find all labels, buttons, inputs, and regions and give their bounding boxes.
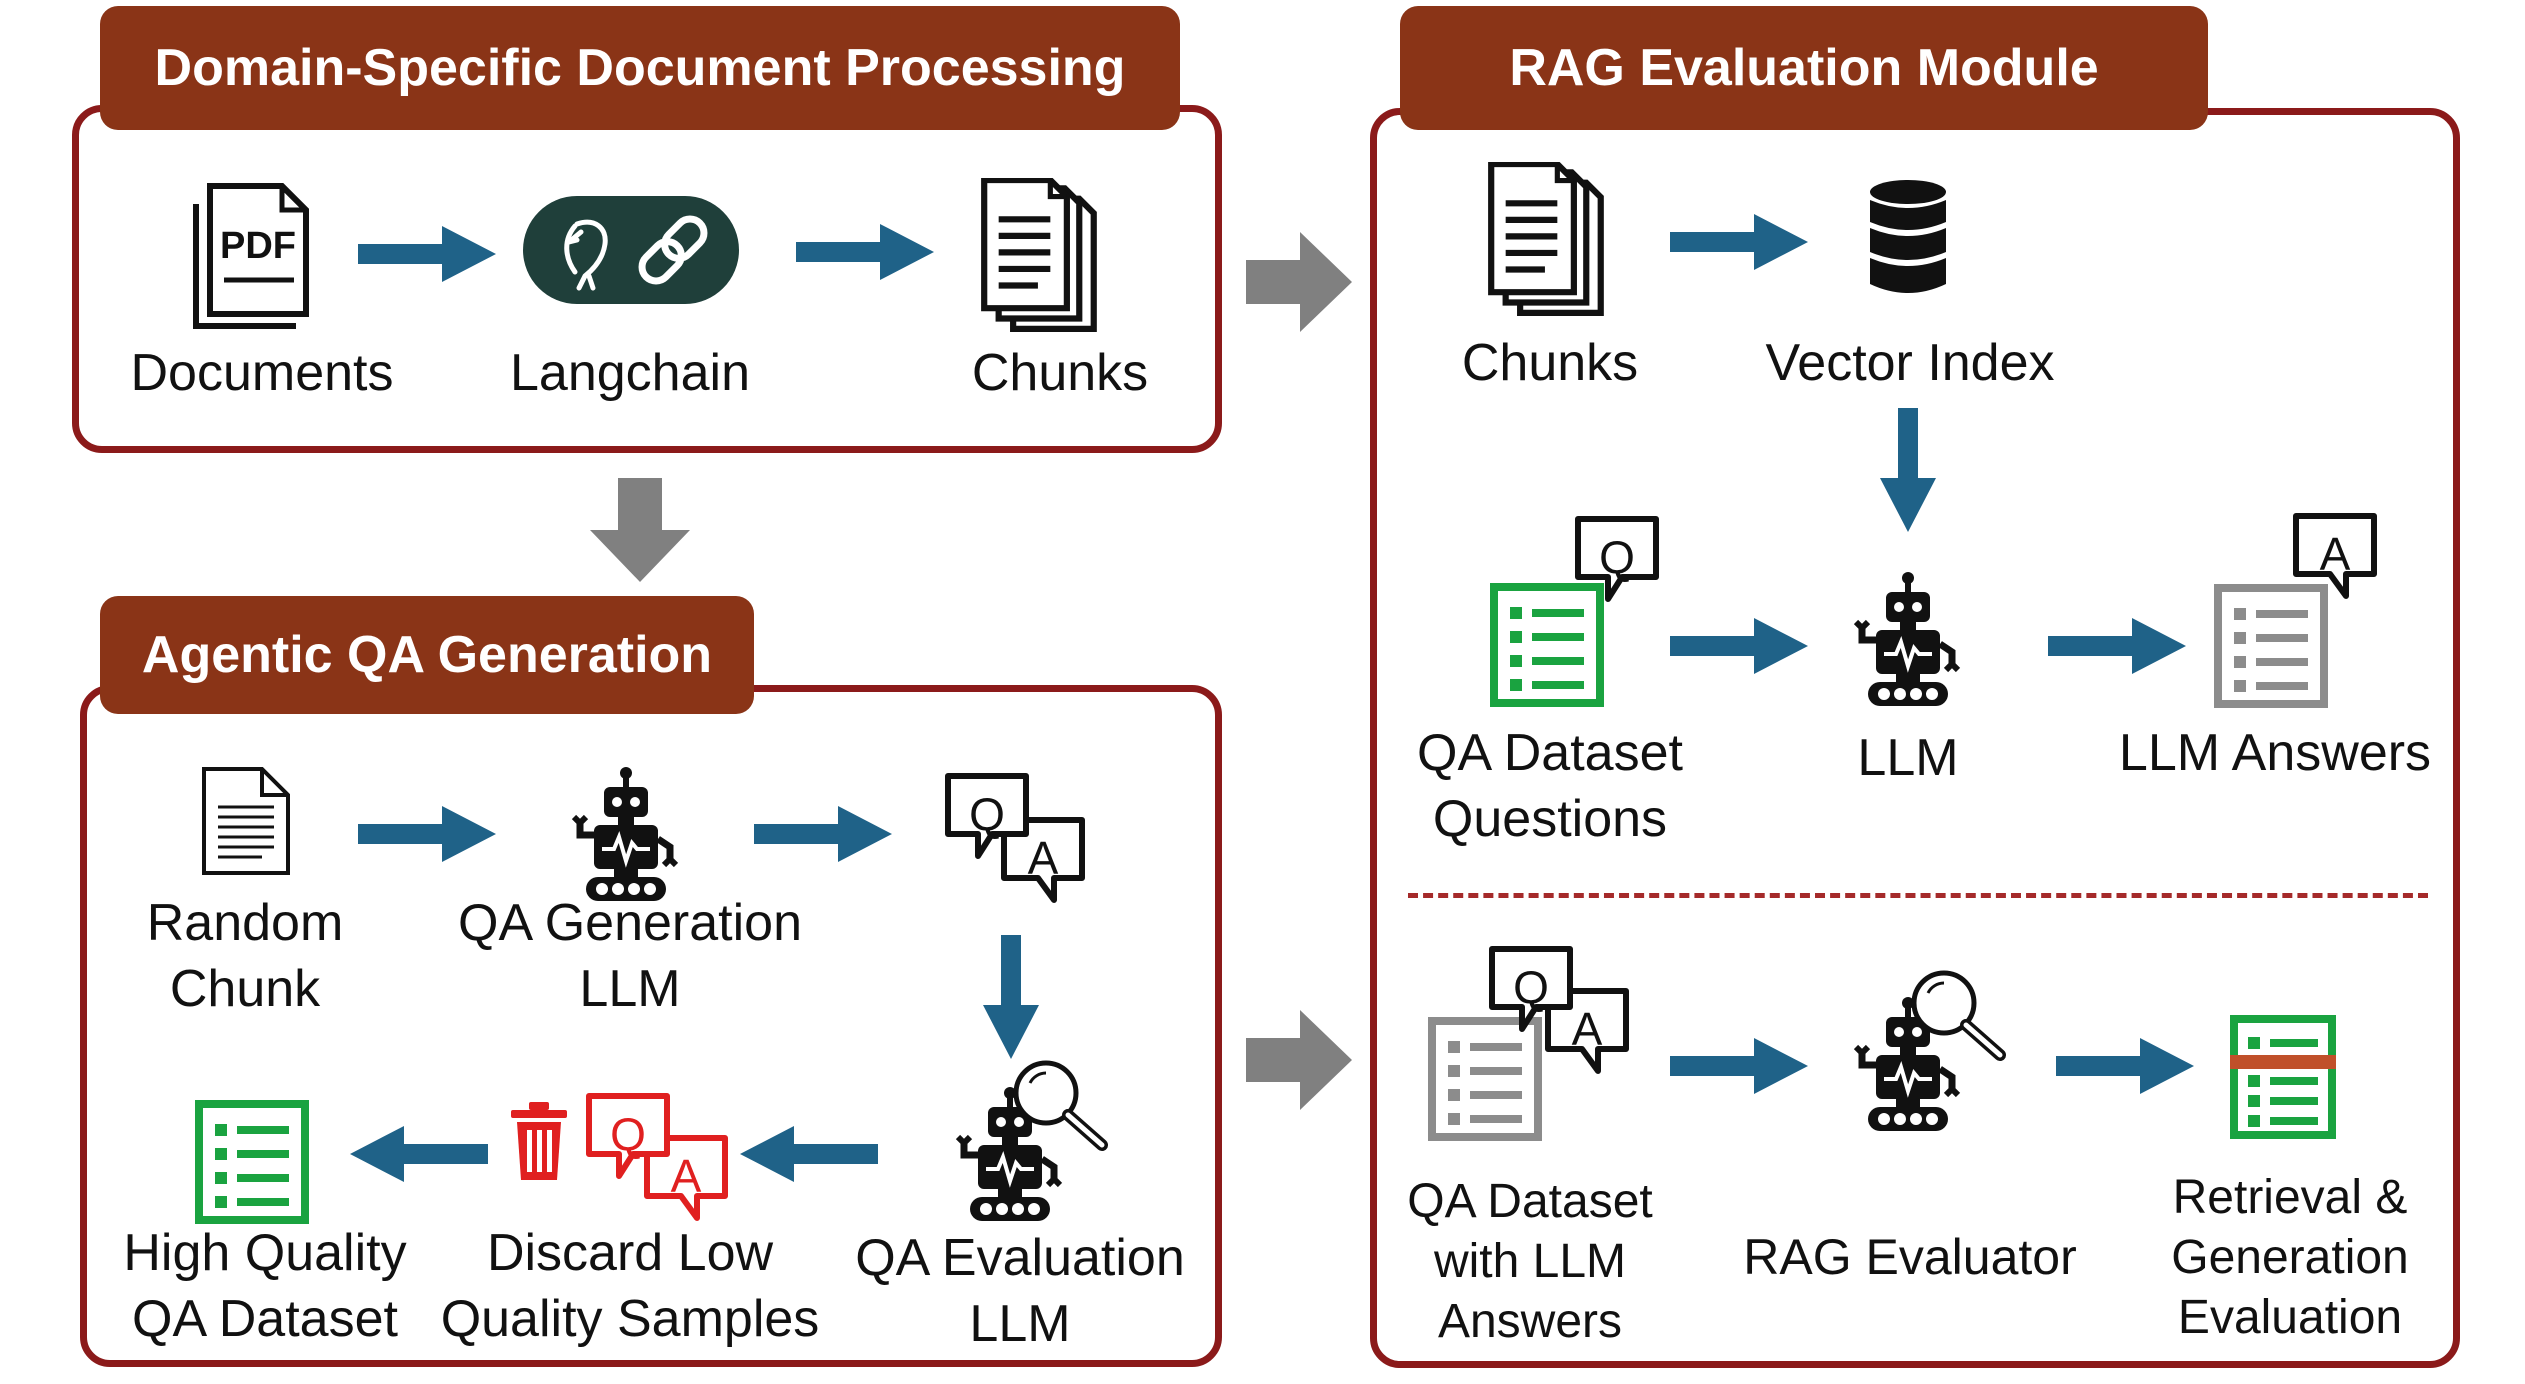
discard-a-letter: A: [671, 1150, 702, 1202]
flow-arrow: [1670, 1038, 1808, 1094]
retrieval-generation-evaluation-label: Retrieval & Generation Evaluation: [2140, 1168, 2440, 1348]
qa-evaluation-llm-label: QA Evaluation LLM: [840, 1225, 1200, 1357]
flow-arrow: [796, 224, 934, 280]
robot-icon: [1848, 570, 1968, 710]
high-quality-line1: High Quality: [123, 1224, 407, 1282]
qa-generation-llm-line2: LLM: [579, 960, 681, 1018]
flow-arrow-down: [1880, 408, 1936, 532]
single-document-icon: [202, 767, 290, 875]
flow-arrow-down: [983, 935, 1039, 1059]
trash-qa-icon: A Q: [511, 1092, 745, 1224]
qa-speech-bubbles-icon: A Q: [940, 770, 1100, 910]
qa-evaluation-llm-line2: LLM: [969, 1295, 1071, 1353]
qa-evaluation-llm-line1: QA Evaluation: [855, 1229, 1185, 1287]
flow-arrow: [1670, 214, 1808, 270]
robot-magnifier-icon: [950, 1055, 1130, 1225]
trash-icon: [511, 1102, 567, 1180]
llm-label: LLM: [1857, 729, 1959, 787]
discard-line1: Discard Low: [486, 1224, 774, 1282]
random-chunk-label: Random Chunk: [90, 890, 400, 1022]
qa-dataset-questions-line2: Questions: [1432, 790, 1668, 848]
doc-processing-header: Domain-Specific Document Processing: [100, 6, 1180, 130]
qa-generation-header: Agentic QA Generation: [100, 596, 754, 714]
high-quality-dataset-label: High Quality QA Dataset: [100, 1220, 430, 1352]
qa-dataset-llm-answers-line2: with LLM: [1433, 1235, 1627, 1288]
retrieval-generation-line1: Retrieval &: [2172, 1171, 2408, 1224]
llm-answers-label: LLM Answers: [2118, 724, 2432, 782]
random-chunk-line2: Chunk: [169, 960, 321, 1018]
database-icon: [1870, 180, 1946, 293]
stacked-documents-icon: [978, 178, 1102, 333]
flow-arrow: [1670, 618, 1808, 674]
langchain-logo-icon: [523, 196, 739, 304]
q-letter: Q: [969, 788, 1005, 840]
qa-dataset-a-letter: A: [1572, 1003, 1603, 1055]
answer-checklist-icon: A: [2214, 512, 2394, 708]
rag-chunks-label: Chunks: [1461, 334, 1639, 392]
rag-evaluation-panel: [1370, 108, 2460, 1368]
qa-generation-llm-label: QA Generation LLM: [440, 890, 820, 1022]
flow-arrow: [358, 226, 496, 282]
discard-line2: Quality Samples: [440, 1290, 820, 1348]
stacked-documents-icon: [1485, 162, 1609, 317]
vector-index-label: Vector Index: [1765, 334, 2055, 392]
discard-label: Discard Low Quality Samples: [420, 1220, 840, 1352]
pdf-document-icon: PDF: [193, 183, 309, 329]
question-checklist-icon: Q: [1490, 515, 1670, 707]
documents-label: Documents: [130, 344, 394, 402]
section-divider: [1408, 893, 2428, 898]
robot-magnifier-icon: [1848, 965, 2028, 1135]
rag-evaluator-label: RAG Evaluator: [1743, 1229, 2077, 1285]
qa-checklist-icon: A Q: [1428, 945, 1644, 1141]
green-checklist-icon: [195, 1100, 309, 1224]
flow-arrow: [754, 806, 892, 862]
questions-q-letter: Q: [1599, 531, 1635, 583]
langchain-label: Langchain: [510, 344, 750, 402]
qa-generation-llm-line1: QA Generation: [458, 894, 802, 952]
random-chunk-line1: Random: [146, 894, 344, 952]
a-letter: A: [1028, 832, 1059, 884]
retrieval-generation-line3: Evaluation: [2177, 1291, 2403, 1344]
chunks-label: Chunks: [971, 344, 1149, 402]
high-quality-line2: QA Dataset: [132, 1290, 398, 1348]
robot-icon: [566, 765, 686, 905]
section-arrow-down: [590, 478, 690, 582]
evaluation-checklist-icon: [2230, 1015, 2336, 1139]
flow-arrow: [2048, 618, 2186, 674]
qa-dataset-q-letter: Q: [1513, 961, 1549, 1013]
flow-arrow-left: [350, 1126, 488, 1182]
qa-dataset-llm-answers-label: QA Dataset with LLM Answers: [1380, 1172, 1680, 1352]
section-arrow-right: [1246, 232, 1352, 332]
pdf-label: PDF: [220, 225, 296, 267]
qa-dataset-questions-line1: QA Dataset: [1417, 724, 1683, 782]
flow-arrow-left: [740, 1126, 878, 1182]
qa-dataset-llm-answers-line1: QA Dataset: [1407, 1175, 1653, 1228]
answers-a-letter: A: [2320, 528, 2351, 580]
flow-arrow: [358, 806, 496, 862]
qa-dataset-questions-label: QA Dataset Questions: [1390, 720, 1710, 852]
discard-q-letter: Q: [610, 1108, 646, 1160]
retrieval-generation-line2: Generation: [2171, 1231, 2409, 1284]
flow-arrow: [2056, 1038, 2194, 1094]
rag-evaluation-header: RAG Evaluation Module: [1400, 6, 2208, 130]
section-arrow-right: [1246, 1010, 1352, 1110]
qa-dataset-llm-answers-line3: Answers: [1437, 1295, 1623, 1348]
